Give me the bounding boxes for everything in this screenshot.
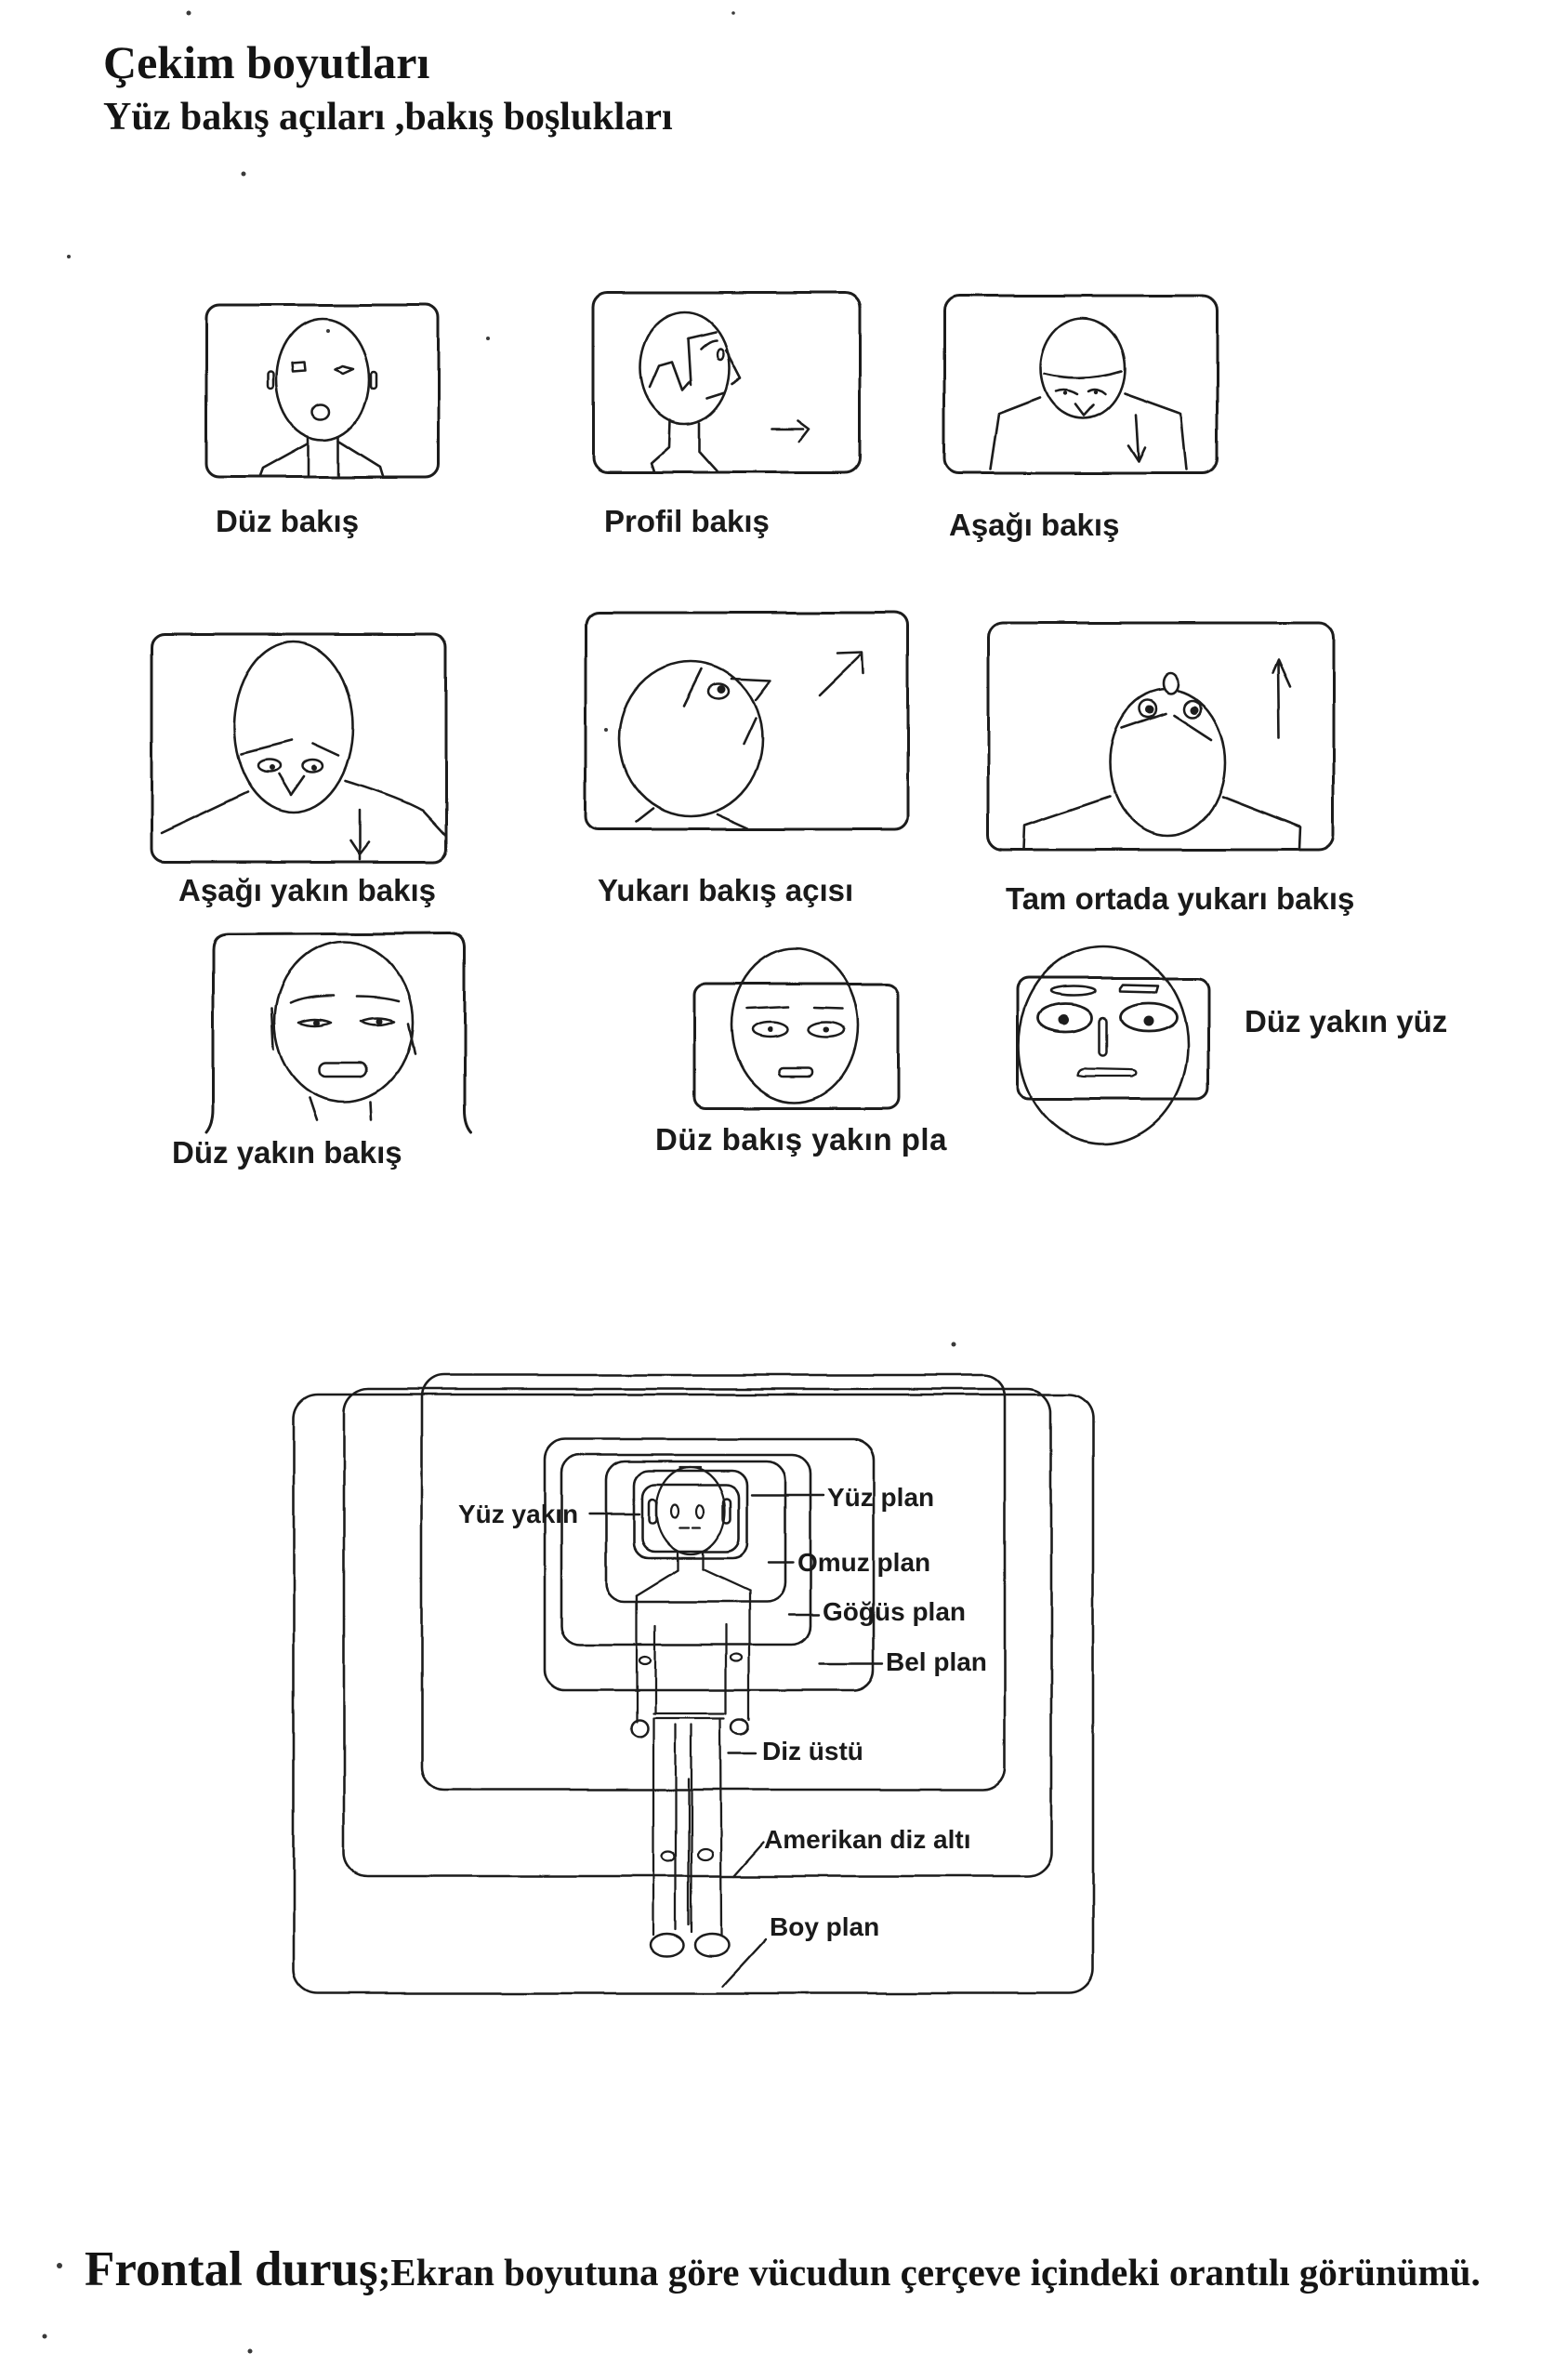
svg-text:Frontal duruş;Ekran boyutuna g: Frontal duruş;Ekran boyutuna göre vücudu… xyxy=(85,2242,1481,2296)
svg-text:Yüz bakış açıları ,bakış boşlu: Yüz bakış açıları ,bakış boşlukları xyxy=(103,96,673,139)
svg-text:Çekim boyutları: Çekim boyutları xyxy=(103,36,430,88)
svg-text:Düz bakış: Düz bakış xyxy=(216,504,359,538)
svg-text:Düz yakın yüz: Düz yakın yüz xyxy=(1245,1004,1447,1038)
svg-text:Boy plan: Boy plan xyxy=(770,1912,879,1941)
svg-text:Düz yakın bakış: Düz yakın bakış xyxy=(172,1135,402,1170)
svg-text:Yüz yakın: Yüz yakın xyxy=(458,1500,578,1528)
svg-text:Göğüs plan: Göğüs plan xyxy=(823,1597,966,1626)
svg-text:Amerikan diz altı: Amerikan diz altı xyxy=(764,1825,971,1854)
svg-text:Aşağı yakın bakış: Aşağı yakın bakış xyxy=(178,873,436,907)
svg-text:Düz bakış yakın pla: Düz bakış yakın pla xyxy=(655,1122,947,1157)
svg-text:Bel plan: Bel plan xyxy=(886,1647,987,1676)
svg-text:Diz üstü: Diz üstü xyxy=(762,1737,863,1765)
svg-text:Aşağı bakış: Aşağı bakış xyxy=(949,508,1119,542)
svg-text:Yüz plan: Yüz plan xyxy=(827,1483,934,1512)
svg-text:Yukarı bakış açısı: Yukarı bakış açısı xyxy=(598,873,853,907)
svg-text:Profil bakış: Profil bakış xyxy=(604,504,770,538)
svg-text:Tam ortada yukarı bakış: Tam ortada yukarı bakış xyxy=(1006,881,1354,916)
svg-text:Omuz plan: Omuz plan xyxy=(797,1548,930,1577)
